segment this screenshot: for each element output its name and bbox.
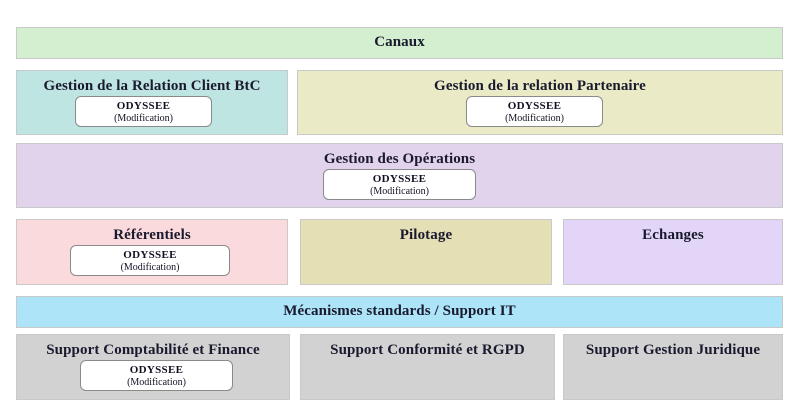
odyssee-badge-referentiels[interactable]: ODYSSEE(Modification) — [70, 245, 230, 276]
block-label-pilotage: Pilotage — [399, 227, 453, 243]
odyssee-name: ODYSSEE — [116, 100, 171, 112]
block-label-canaux: Canaux — [374, 34, 425, 50]
block-echanges[interactable]: Echanges — [563, 219, 783, 285]
odyssee-state: (Modification) — [114, 112, 173, 124]
odyssee-name: ODYSSEE — [129, 364, 184, 376]
block-support-conformite-et-rgpd[interactable]: Support Conformité et RGPD — [300, 334, 555, 400]
block-support-comptabilite-et-finance[interactable]: Support Comptabilité et Finance — [16, 334, 290, 400]
odyssee-state: (Modification) — [127, 376, 186, 388]
block-label-gestion-des-operations: Gestion des Opérations — [323, 151, 476, 167]
block-label-support-conformite-et-rgpd: Support Conformité et RGPD — [330, 342, 525, 358]
block-label-support-comptabilite-et-finance: Support Comptabilité et Finance — [46, 342, 260, 358]
odyssee-name: ODYSSEE — [123, 249, 177, 261]
block-label-echanges: Echanges — [642, 227, 704, 243]
odyssee-badge-gestion-relation-client-btc[interactable]: ODYSSEE(Modification) — [75, 96, 212, 127]
block-label-gestion-relation-partenaire: Gestion de la relation Partenaire — [434, 78, 646, 94]
odyssee-badge-gestion-relation-partenaire[interactable]: ODYSSEE(Modification) — [466, 96, 603, 127]
odyssee-name: ODYSSEE — [372, 173, 427, 185]
odyssee-state: (Modification) — [505, 112, 564, 124]
odyssee-state: (Modification) — [370, 185, 429, 197]
block-support-gestion-juridique[interactable]: Support Gestion Juridique — [563, 334, 783, 400]
odyssee-state: (Modification) — [120, 261, 180, 273]
block-canaux[interactable]: Canaux — [16, 27, 783, 59]
odyssee-name: ODYSSEE — [507, 100, 562, 112]
odyssee-badge-support-comptabilite-et-finance[interactable]: ODYSSEE(Modification) — [80, 360, 233, 391]
block-pilotage[interactable]: Pilotage — [300, 219, 552, 285]
block-label-support-gestion-juridique: Support Gestion Juridique — [585, 342, 761, 358]
block-label-gestion-relation-client-btc: Gestion de la Relation Client BtC — [43, 78, 261, 94]
block-label-mecanismes-standards-support-it: Mécanismes standards / Support IT — [283, 303, 516, 319]
block-mecanismes-standards-support-it[interactable]: Mécanismes standards / Support IT — [16, 296, 783, 328]
odyssee-badge-gestion-des-operations[interactable]: ODYSSEE(Modification) — [323, 169, 476, 200]
block-label-referentiels: Référentiels — [113, 227, 191, 243]
